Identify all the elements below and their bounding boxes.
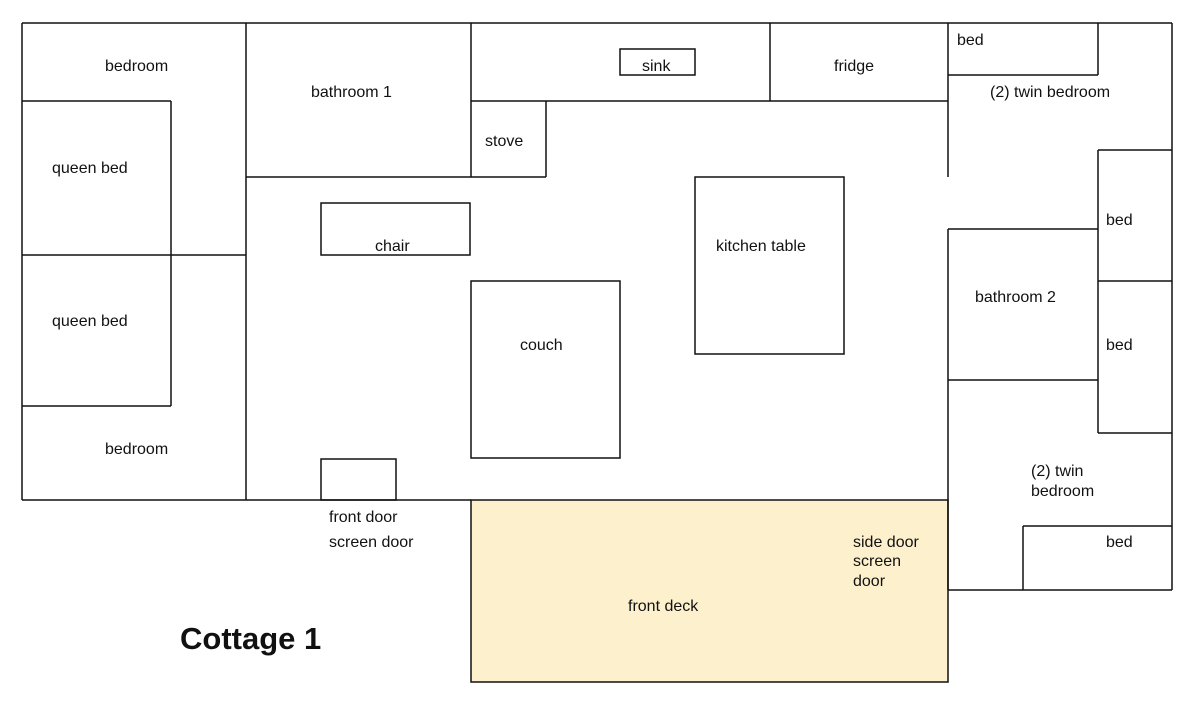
bathroom-1-label: bathroom 1 bbox=[311, 84, 392, 101]
bed-top-right-label: bed bbox=[957, 32, 984, 49]
kitchen-table-label: kitchen table bbox=[716, 238, 806, 255]
interior-walls bbox=[22, 23, 1172, 590]
twin-bedroom-bottom-label-2: bedroom bbox=[1031, 483, 1094, 500]
couch-box bbox=[470, 280, 621, 459]
side-door-label-2: screen bbox=[853, 553, 901, 570]
kitchen-table-box bbox=[694, 176, 845, 355]
queen-bed-bottom-label: queen bed bbox=[52, 313, 128, 330]
twin-bedroom-bottom-label-1: (2) twin bbox=[1031, 463, 1083, 480]
twin-bedroom-top-label: (2) twin bedroom bbox=[990, 84, 1110, 101]
couch-label: couch bbox=[520, 337, 563, 354]
bedroom-bottom-label: bedroom bbox=[105, 441, 168, 458]
front-door-box bbox=[320, 458, 397, 501]
front-deck-area bbox=[470, 499, 949, 683]
bed-right-2-label: bed bbox=[1106, 337, 1133, 354]
queen-bed-top-label: queen bed bbox=[52, 160, 128, 177]
bed-bottom-right-label: bed bbox=[1106, 534, 1133, 551]
sink-box bbox=[619, 48, 696, 76]
side-door-label-1: side door bbox=[853, 534, 919, 551]
screen-door-label: screen door bbox=[329, 534, 414, 551]
chair-label: chair bbox=[375, 238, 410, 255]
side-door-label-3: door bbox=[853, 573, 886, 590]
sink-label: sink bbox=[642, 58, 671, 75]
front-door-label: front door bbox=[329, 509, 398, 526]
cottage-title: Cottage 1 bbox=[180, 621, 321, 656]
front-deck-label: front deck bbox=[628, 598, 699, 615]
bedroom-top-label: bedroom bbox=[105, 58, 168, 75]
bathroom-2-label: bathroom 2 bbox=[975, 289, 1056, 306]
bed-right-1-label: bed bbox=[1106, 212, 1133, 229]
stove-label: stove bbox=[485, 133, 523, 150]
fridge-label: fridge bbox=[834, 58, 874, 75]
chair-box bbox=[320, 202, 471, 256]
